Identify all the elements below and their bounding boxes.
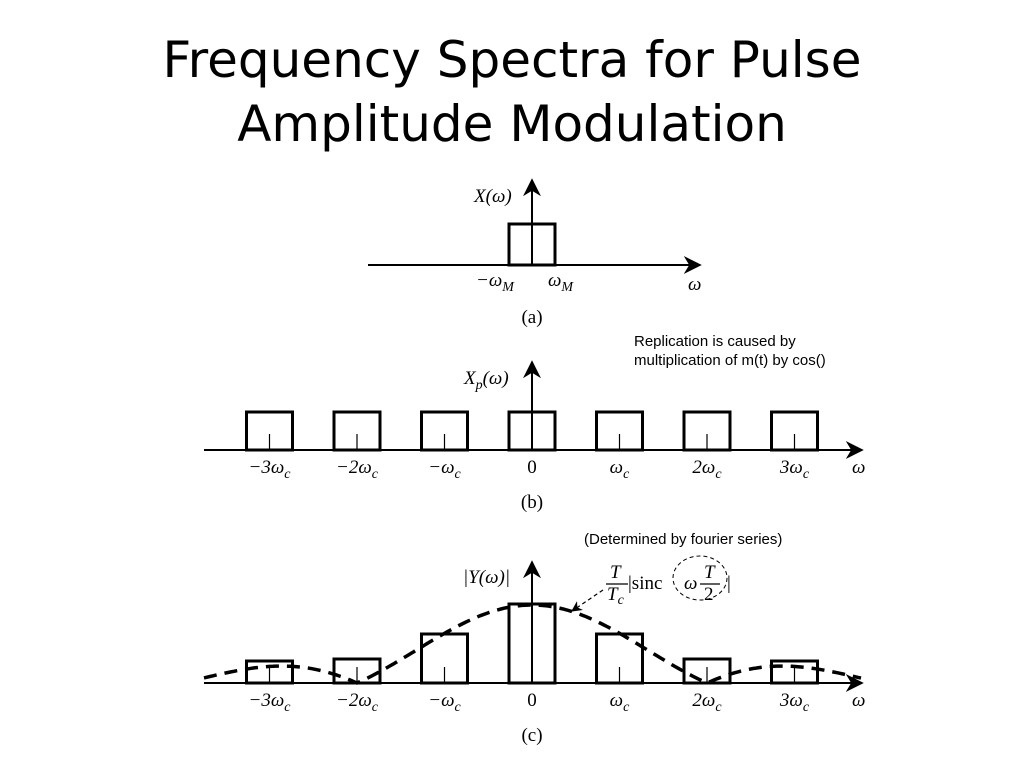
panel-c-caption: (c) (521, 725, 542, 746)
panel-b-tick-label: −3ωc (249, 457, 292, 482)
panel-b-y-label: Xp(ω) (463, 368, 509, 393)
replication-note: Replication is caused by multiplication … (634, 332, 826, 370)
panel-a-tick-neg-omega-m: −ωM (476, 270, 515, 295)
formula-tc-denominator: Tc (607, 584, 625, 608)
slide-title: Frequency Spectra for Pulse Amplitude Mo… (0, 28, 1024, 156)
panel-a-axis-label-omega: ω (688, 274, 701, 295)
panel-c-tick-label: 2ωc (692, 690, 722, 715)
formula-closing-bar: | (727, 573, 731, 594)
panel-c-tick-label: ωc (610, 690, 630, 715)
formula-omega: ω (684, 573, 697, 594)
replication-note-line-2: multiplication of m(t) by cos() (634, 352, 826, 369)
formula-t2-numerator: T (704, 562, 716, 583)
formula-t-numerator: T (610, 562, 622, 583)
panel-b-tick-label: ωc (610, 457, 630, 482)
panel-c-tick-label: 0 (527, 690, 537, 711)
panel-a-tick-omega-m: ωM (548, 270, 574, 295)
replication-note-line-1: Replication is caused by (634, 333, 796, 350)
panel-c-tick-label: 3ωc (779, 690, 810, 715)
panel-c-tick-label: −ωc (428, 690, 461, 715)
title-line-2: Amplitude Modulation (237, 95, 787, 153)
sinc-envelope-curve (203, 603, 862, 685)
panel-a-caption: (a) (521, 307, 542, 328)
formula-dashed-ellipse (672, 555, 728, 601)
panel-b-tick-label: 2ωc (692, 457, 722, 482)
panel-c-y-label: |Y(ω)| (463, 567, 510, 588)
panel-a-baseband-spectrum (507, 222, 557, 267)
panel-b-caption: (b) (521, 492, 543, 513)
panel-b-tick-label: −2ωc (336, 457, 379, 482)
panel-b-spectrum-replica (507, 410, 557, 452)
panel-c-tick-label: −2ωc (336, 690, 379, 715)
formula-sinc: |sinc (628, 573, 662, 594)
panel-b-tick-label: −ωc (428, 457, 461, 482)
formula-pointer-arrow (571, 589, 604, 612)
panel-b-axis-label-omega: ω (852, 457, 865, 478)
panel-c-axis-label-omega: ω (852, 690, 865, 711)
panel-a: X(ω) −ωM ωM ω (a) (368, 178, 702, 328)
sinc-formula: T Tc |sinc ω T 2 | (571, 555, 731, 612)
panel-b-tick-label: 0 (527, 457, 537, 478)
panel-a-y-label: X(ω) (473, 186, 512, 207)
title-line-1: Frequency Spectra for Pulse (162, 31, 862, 89)
panel-c: |Y(ω)| ω (c) T Tc |sinc ω T 2 | −3ωc −2ωc… (203, 555, 865, 746)
formula-t2-denominator: 2 (704, 584, 714, 605)
panel-c-spectrum-replica (507, 602, 557, 685)
panel-b-tick-label: 3ωc (779, 457, 810, 482)
panel-b: Xp(ω) ω (b) −3ωc −2ωc −ωc 0 ωc 2ωc 3ωc (204, 360, 865, 513)
fourier-note: (Determined by fourier series) (584, 531, 783, 548)
panel-c-tick-label: −3ωc (249, 690, 292, 715)
